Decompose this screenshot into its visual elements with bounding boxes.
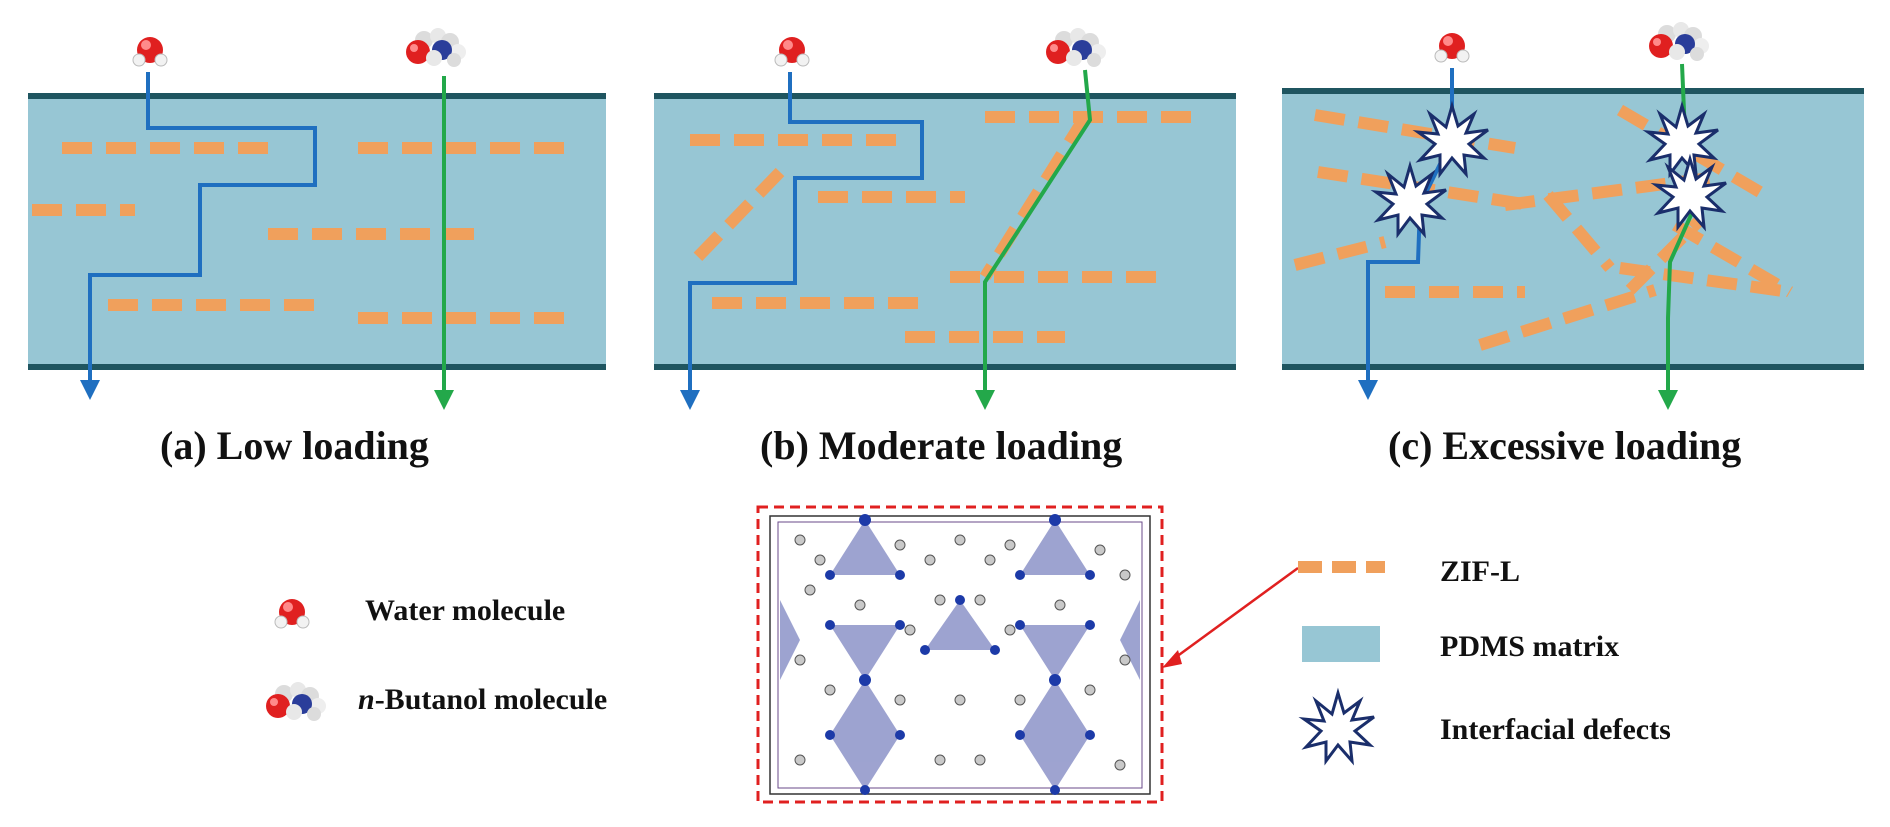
crystal-structure-inset bbox=[756, 505, 1164, 804]
water-molecule bbox=[1434, 32, 1470, 63]
panel-b bbox=[654, 28, 1236, 410]
panel-b-caption: (b) Moderate loading bbox=[760, 423, 1123, 468]
butanol-molecule bbox=[406, 28, 466, 67]
zif-l-flakes bbox=[685, 111, 1198, 343]
butanol-molecule bbox=[1649, 22, 1709, 61]
water-molecule bbox=[132, 36, 168, 67]
butanol-molecule bbox=[1046, 28, 1106, 67]
panel-c-caption: (c) Excessive loading bbox=[1388, 423, 1742, 468]
panel-a-caption: (a) Low loading bbox=[160, 423, 429, 468]
legend-pdms-label: PDMS matrix bbox=[1440, 630, 1620, 663]
zif-l-flakes bbox=[1293, 104, 1794, 351]
water-molecule-legend-icon bbox=[274, 598, 310, 629]
legend-zif-label: ZIF-L bbox=[1440, 555, 1521, 588]
zif-framework-pattern bbox=[780, 514, 1140, 795]
legend-water-label: Water molecule bbox=[365, 594, 566, 627]
water-path bbox=[680, 72, 924, 410]
panel-a bbox=[28, 28, 606, 410]
panel-c bbox=[1282, 22, 1864, 410]
legend-defects-label: Interfacial defects bbox=[1440, 713, 1671, 746]
water-molecule bbox=[774, 36, 810, 67]
inset-pointer-arrowhead bbox=[1162, 650, 1182, 668]
pdms-matrix-legend-swatch bbox=[1302, 626, 1380, 662]
zif-l-flakes bbox=[32, 142, 570, 324]
legend-butanol-label: n-Butanol molecule bbox=[358, 683, 607, 717]
interfacial-defects-legend-icon bbox=[1302, 691, 1376, 763]
butanol-molecule-legend-icon bbox=[266, 682, 326, 721]
inset-pointer-arrow bbox=[1171, 566, 1299, 662]
butanol-path bbox=[975, 69, 1093, 410]
legend-butanol-rest: -Butanol molecule bbox=[374, 683, 608, 716]
water-path bbox=[80, 72, 317, 400]
legend-butanol-italic: n bbox=[358, 683, 375, 716]
